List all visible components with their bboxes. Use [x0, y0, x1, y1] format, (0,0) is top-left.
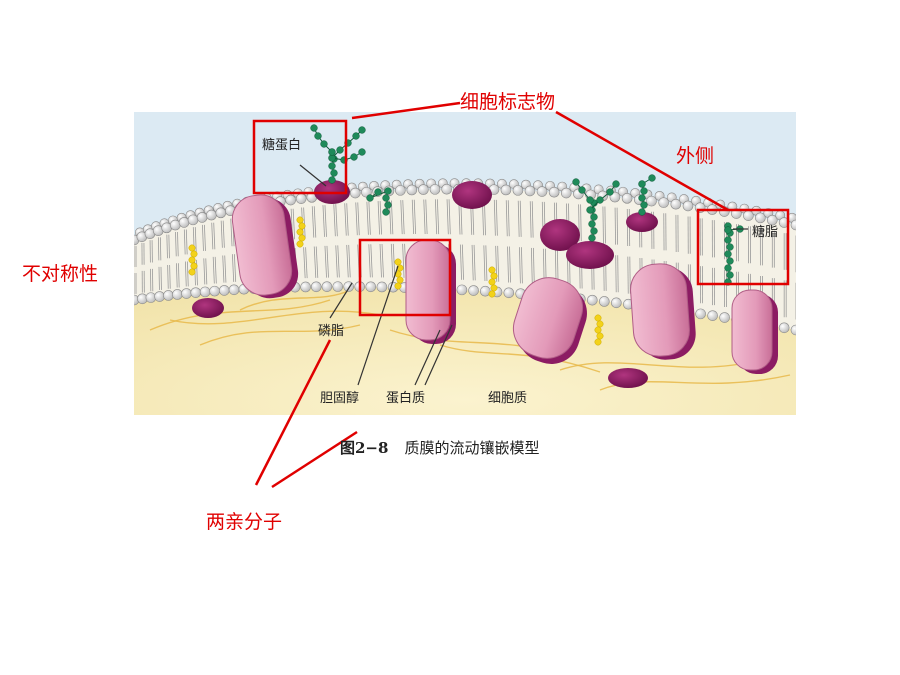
glycoprotein-box [252, 119, 348, 195]
annotation-cell-marker: 细胞标志物 [460, 91, 556, 113]
annotation-outside: 外侧 [676, 145, 715, 167]
annotation-asymmetry: 不对称性 [22, 263, 99, 285]
label-cytoplasm: 细胞质 [488, 391, 528, 406]
figure-image [134, 112, 796, 415]
annotation-lines [254, 101, 729, 489]
label-protein: 蛋白质 [386, 391, 426, 406]
label-glycoprotein: 糖蛋白 [262, 138, 302, 153]
figure-title: 质膜的流动镶嵌模型 [404, 439, 540, 457]
cholesterol-box [358, 238, 452, 317]
annotation-boxes [252, 119, 790, 317]
cholesterol-molecules [188, 216, 604, 346]
figure-leader-lines [299, 164, 748, 386]
label-cholesterol: 胆固醇 [320, 391, 360, 406]
glycolipid-box [696, 208, 790, 286]
label-phospholipid: 磷脂 [318, 324, 345, 339]
annotation-amphipathic: 两亲分子 [206, 511, 283, 533]
figure-number: 图2−8 [340, 439, 389, 457]
figure-caption: 图2−8 质膜的流动镶嵌模型 [340, 437, 539, 458]
label-glycolipid: 糖脂 [752, 225, 779, 240]
